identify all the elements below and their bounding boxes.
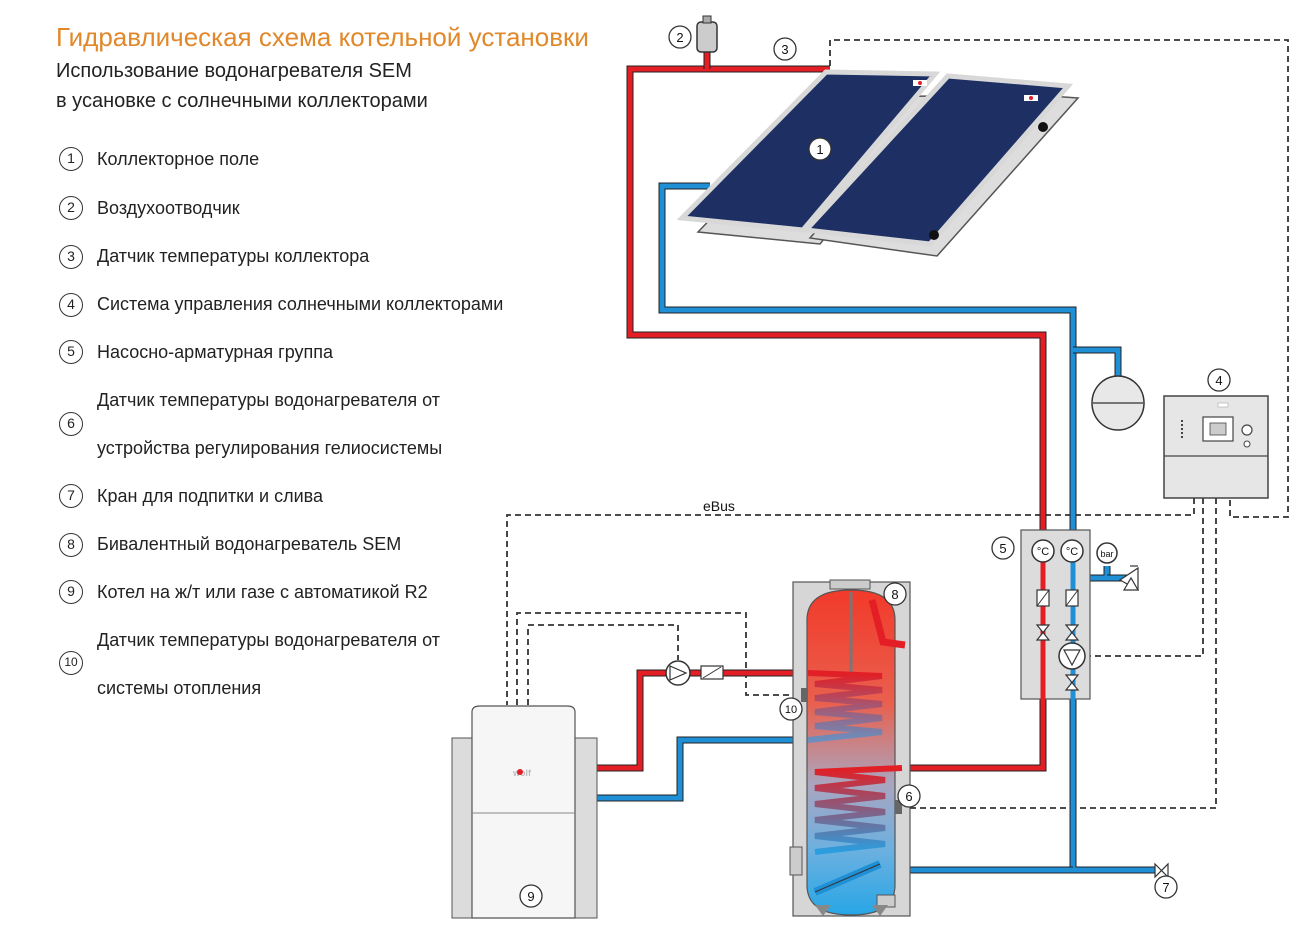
control-wiring (506, 39, 1289, 809)
legend-item-solar-tank-sensor-line2: устройства регулирования гелиосистемы (97, 438, 443, 458)
collector-field (676, 69, 1080, 257)
legend-number-9: 9 (59, 580, 83, 604)
svg-text:8: 8 (891, 587, 898, 602)
legend-item-boiler: Котел на ж/т или газе с автоматикой R2 (97, 582, 428, 602)
supply-thermometer-icon (1031, 539, 1055, 563)
callout-7: 7 (1154, 875, 1178, 899)
shutoff-valve-icon (1035, 624, 1051, 641)
solar-supply-pipe-hot (626, 52, 1047, 548)
callout-4: 4 (1207, 368, 1231, 392)
collector-panel-right (800, 73, 1074, 247)
svg-text:6: 6 (905, 789, 912, 804)
svg-text:4: 4 (1215, 373, 1222, 388)
boiler-pump-cable (527, 624, 679, 705)
return-thermometer-icon (1060, 539, 1084, 563)
callout-5: 5 (991, 536, 1015, 560)
callout-9: 9 (519, 884, 543, 908)
legend-item-bivalent-tank: Бивалентный водонагреватель SEM (97, 534, 402, 554)
tank-sensor-6-well (895, 800, 902, 814)
legend-item-collector-sensor: Датчик температуры коллектора (97, 246, 370, 266)
bivalent-tank (789, 579, 911, 917)
callout-1: 1 (808, 137, 832, 161)
diagram-title: Гидравлическая схема котельной установки (56, 22, 589, 52)
diagram-subtitle-line1: Использование водонагревателя SEM (56, 60, 412, 82)
ebus-label: eBus (703, 498, 735, 514)
pressure-gauge-label: bar (1100, 549, 1113, 559)
svg-text:1: 1 (816, 142, 823, 157)
tank-sensor-6-cable (903, 498, 1217, 809)
collector-panel-left (676, 69, 941, 233)
pump-group (1020, 529, 1140, 768)
legend-number-7: 7 (59, 484, 83, 508)
return-thermometer-label: °C (1066, 546, 1078, 558)
upper-heat-exchanger (807, 670, 883, 743)
ebus-cable (506, 498, 1195, 705)
supply-thermometer-label: °C (1037, 546, 1049, 558)
legend-number-1: 1 (59, 147, 83, 171)
legend-item-collector-field: Коллекторное поле (97, 149, 260, 169)
legend-number-10: 10 (59, 651, 83, 675)
pressure-gauge-icon (1096, 542, 1118, 564)
solar-return-pipe-cold (658, 182, 1122, 548)
legend-number-8: 8 (59, 533, 83, 557)
legend-item-solar-tank-sensor: Датчик температуры водонагревателя от (97, 390, 440, 410)
legend-item-air-vent: Воздухоотводчик (97, 198, 240, 218)
fill-drain-valve (1154, 862, 1169, 879)
tank-sensor-10-cable (516, 612, 805, 705)
pump-signal-cable (1080, 498, 1204, 657)
callout-2: 2 (668, 25, 692, 49)
diagram-subtitle-line2: в усановке с солнечными коллекторами (56, 90, 428, 112)
callout-8: 8 (883, 582, 907, 606)
legend-number-2: 2 (59, 196, 83, 220)
legend-item-solar-controller: Система управления солнечными коллектора… (97, 294, 504, 314)
legend-number-3: 3 (59, 245, 83, 269)
callouts: 1 2 3 4 5 6 7 8 (519, 25, 1231, 908)
solar-controller (1163, 395, 1269, 499)
boiler: wolf (451, 705, 598, 919)
boiler-pump (665, 660, 724, 686)
legend-item-pump-group: Насосно-арматурная группа (97, 342, 334, 362)
svg-text:7: 7 (1162, 880, 1169, 895)
lower-heat-exchanger (814, 765, 903, 855)
svg-text:5: 5 (999, 541, 1006, 556)
legend-item-heating-tank-sensor-line2: системы отопления (97, 678, 262, 698)
svg-text:3: 3 (781, 42, 788, 57)
callout-6: 6 (897, 784, 921, 808)
tank-sensor-10-well (801, 688, 808, 702)
svg-text:9: 9 (527, 889, 534, 904)
legend-number-6: 6 (59, 412, 83, 436)
collector-sensor-cable (829, 39, 1289, 518)
callout-10: 10 (779, 697, 803, 721)
boiler-circuit-pipes (596, 641, 905, 802)
legend-item-fill-drain-valve: Кран для подпитки и слива (97, 486, 324, 506)
svg-text:2: 2 (676, 30, 683, 45)
legend-number-5: 5 (59, 340, 83, 364)
legend-number-4: 4 (59, 293, 83, 317)
legend-item-heating-tank-sensor: Датчик температуры водонагревателя от (97, 630, 440, 650)
air-vent (696, 15, 718, 53)
svg-text:10: 10 (785, 704, 797, 716)
callout-3: 3 (773, 37, 797, 61)
